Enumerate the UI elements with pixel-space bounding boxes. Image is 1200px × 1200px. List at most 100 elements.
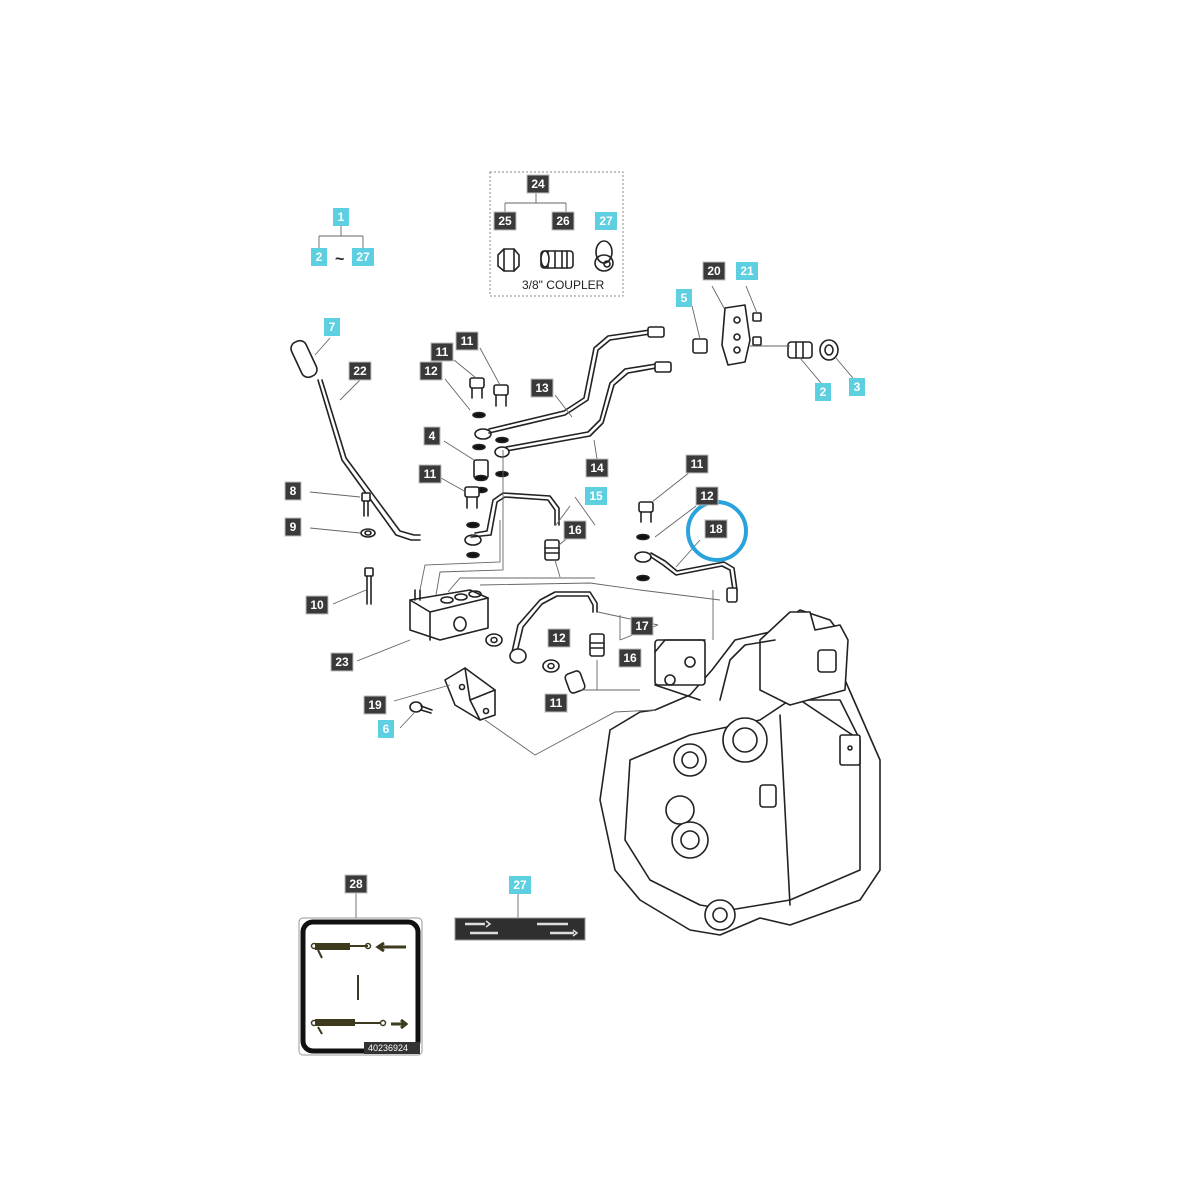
callout-text-25: 25 bbox=[498, 214, 512, 228]
decal-27-left-icon bbox=[465, 922, 498, 935]
callout-text-1: 1 bbox=[338, 210, 345, 224]
callout-box-2a bbox=[311, 248, 327, 266]
callout-box-3 bbox=[849, 378, 865, 396]
coupler-cap-icon bbox=[497, 248, 520, 272]
callout-27c: 27 bbox=[509, 876, 531, 894]
callout-text-12b: 12 bbox=[700, 489, 714, 503]
callout-24: 24 bbox=[526, 174, 550, 194]
kit-bracket-1: ~ bbox=[318, 226, 364, 268]
callout-box-20 bbox=[702, 261, 726, 281]
callout-15: 15 bbox=[585, 487, 607, 505]
callout-11b: 11 bbox=[455, 331, 479, 351]
fitting-16a bbox=[544, 539, 560, 561]
callout-box-25 bbox=[493, 211, 517, 231]
callout-16b: 16 bbox=[618, 648, 642, 668]
callout-box-11c bbox=[418, 464, 442, 484]
callout-18: 18 bbox=[704, 519, 728, 539]
callout-17: 17 bbox=[630, 616, 654, 636]
callout-22: 22 bbox=[348, 361, 372, 381]
callout-box-6 bbox=[378, 720, 394, 738]
callout-text-27b: 27 bbox=[599, 214, 613, 228]
callout-text-5: 5 bbox=[681, 291, 688, 305]
callout-text-23: 23 bbox=[335, 655, 349, 669]
callout-box-11e bbox=[544, 693, 568, 713]
callout-box-8 bbox=[284, 481, 302, 501]
callout-box-12b bbox=[695, 486, 719, 506]
callout-box-5 bbox=[676, 289, 692, 307]
callout-8: 8 bbox=[284, 481, 302, 501]
callout-6: 6 bbox=[378, 720, 394, 738]
callout-27b: 27 bbox=[595, 212, 617, 230]
callout-text-11c: 11 bbox=[424, 467, 437, 481]
callout-text-16a: 16 bbox=[568, 523, 582, 537]
callout-12b: 12 bbox=[695, 486, 719, 506]
callout-box-2b bbox=[815, 383, 831, 401]
callout-box-12c bbox=[547, 628, 571, 648]
bracket-19 bbox=[393, 667, 496, 729]
callout-text-17: 17 bbox=[635, 619, 649, 633]
callout-text-6: 6 bbox=[383, 722, 390, 736]
callout-box-1 bbox=[333, 208, 349, 226]
callout-text-11b: 11 bbox=[461, 334, 474, 348]
callout-14: 14 bbox=[585, 458, 609, 478]
callout-text-9: 9 bbox=[290, 520, 297, 534]
callout-box-10 bbox=[305, 595, 329, 615]
callout-text-13: 13 bbox=[535, 381, 549, 395]
callout-text-16b: 16 bbox=[623, 651, 637, 665]
cylinder-extend-icon bbox=[315, 1019, 355, 1026]
callout-box-18 bbox=[704, 519, 728, 539]
callout-28: 28 bbox=[344, 874, 368, 894]
coupler-bank bbox=[691, 285, 858, 384]
pipe-18 bbox=[634, 471, 738, 603]
callout-text-22: 22 bbox=[353, 364, 367, 378]
lever-rod bbox=[317, 379, 421, 541]
callout-text-10: 10 bbox=[310, 598, 324, 612]
coupler-kit: 3/8" COUPLER bbox=[489, 171, 624, 297]
pipes-13-14 bbox=[488, 326, 672, 460]
decal-27 bbox=[454, 893, 586, 941]
callout-box-11d bbox=[685, 454, 709, 474]
lever-assembly bbox=[290, 337, 421, 541]
callout-box-16a bbox=[563, 520, 587, 540]
callout-text-19: 19 bbox=[368, 698, 382, 712]
callout-11a: 11 bbox=[430, 342, 454, 362]
range-tilde: ~ bbox=[335, 251, 344, 268]
coupler-kit-box bbox=[489, 171, 624, 297]
arrow-left-icon bbox=[375, 941, 406, 953]
callout-text-27a: 27 bbox=[356, 250, 370, 264]
callout-2b: 2 bbox=[815, 383, 831, 401]
cylinder-retract-icon bbox=[315, 943, 350, 950]
callout-text-12a: 12 bbox=[424, 364, 438, 378]
callout-box-12a bbox=[419, 361, 443, 381]
callout-20: 20 bbox=[702, 261, 726, 281]
control-valve bbox=[356, 589, 489, 662]
pipe-15 bbox=[470, 492, 596, 561]
callout-text-28: 28 bbox=[349, 877, 363, 891]
callout-11e: 11 bbox=[544, 693, 568, 713]
lever-knob bbox=[290, 339, 318, 379]
callout-25: 25 bbox=[493, 211, 517, 231]
callout-12a: 12 bbox=[419, 361, 443, 381]
decal-27-right-icon bbox=[537, 922, 574, 935]
decal-code: 40236924 bbox=[368, 1043, 408, 1053]
pipe-17 bbox=[485, 591, 659, 694]
assembly-leaders bbox=[419, 450, 721, 756]
callout-text-11d: 11 bbox=[691, 457, 704, 471]
coupler-body-icon bbox=[540, 250, 574, 269]
callout-5: 5 bbox=[676, 289, 692, 307]
callout-text-18: 18 bbox=[709, 522, 723, 536]
callout-text-11e: 11 bbox=[550, 696, 563, 710]
callout-box-24 bbox=[526, 174, 550, 194]
callout-text-15: 15 bbox=[589, 489, 603, 503]
callout-13: 13 bbox=[530, 378, 554, 398]
callout-box-27a bbox=[352, 248, 374, 266]
callout-text-24: 24 bbox=[531, 177, 545, 191]
callout-text-2a: 2 bbox=[316, 250, 323, 264]
callout-text-2b: 2 bbox=[820, 385, 827, 399]
callout-box-28 bbox=[344, 874, 368, 894]
callout-12c: 12 bbox=[547, 628, 571, 648]
callout-26: 26 bbox=[551, 211, 575, 231]
callout-11d: 11 bbox=[685, 454, 709, 474]
